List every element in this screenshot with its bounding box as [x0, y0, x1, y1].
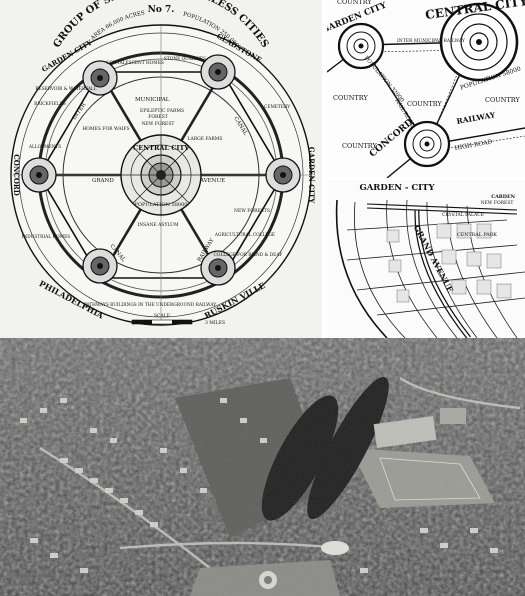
satellite-town-e	[265, 157, 301, 193]
ward-plan-title: GARDEN - CITY	[359, 183, 435, 193]
ring-label-avenue: AVENUE	[199, 178, 225, 184]
central-city-population: POPULATION 58000	[135, 202, 188, 208]
slumless-cities-diagram-panel: No 7.	[0, 0, 322, 338]
ward-plan-new-forest: NEW FOREST	[481, 200, 514, 206]
side-note-convalescent-homes: CONVALESCENT HOMES	[106, 61, 164, 66]
inner-note-new-forests: NEW FORESTS	[234, 208, 270, 214]
central-city-ward-diagram: CENTRAL CITY GARDEN CITY CONCORD POPULAT…	[327, 0, 525, 178]
satellite-town-nw	[82, 60, 118, 96]
satellite-town-se	[200, 250, 236, 286]
ward-label-inter-municipal: INTER MUNICIPAL RAILWAY	[397, 38, 466, 44]
ward-plan-central-park: CENTRAL PARK	[457, 232, 497, 238]
aerial-photo-illustration	[0, 338, 525, 596]
town-name-e: GARDEN CITY	[307, 147, 316, 205]
side-note-reservoir: RESERVOIR & WATERFALL	[35, 87, 96, 92]
garden-city-ward-plan: GARDEN - CITY	[327, 180, 525, 338]
ward-garden-city	[337, 22, 385, 70]
ring-label-municipal: MUNICIPAL	[135, 97, 170, 103]
diagram-number: No 7.	[148, 5, 175, 15]
aerial-photo	[0, 338, 525, 596]
side-note-industrial-homes: INDUSTRIAL HOMES	[22, 235, 70, 240]
central-city-ward-diagram-panel: CENTRAL CITY GARDEN CITY CONCORD POPULAT…	[327, 0, 525, 178]
ward-country-right: COUNTRY	[485, 96, 520, 104]
central-city-label: CENTRAL CITY	[133, 144, 189, 152]
side-note-agricultural-college: AGRICULTURAL COLLEGE	[214, 233, 275, 238]
inner-note-insane-asylum: INSANE ASYLUM	[137, 222, 179, 228]
satellite-town-ne	[200, 54, 236, 90]
scale-bar	[131, 319, 193, 325]
scale-miles: 3 MILES	[205, 320, 225, 326]
side-note-cemetery: CEMETERY	[264, 105, 290, 110]
side-note-allotments: ALLOTMENTS	[28, 145, 61, 150]
ring-label-grand: GRAND	[92, 178, 114, 184]
ward-concord	[403, 120, 451, 168]
ward-country-bottom: COUNTRY	[342, 142, 377, 150]
satellite-town-w	[21, 157, 57, 193]
side-note-stone-quarries: STONE QUARRIES	[164, 57, 206, 62]
inner-note-epileptic-farms: EPILEPTIC FARMS	[140, 108, 184, 114]
scale-label: SCALE	[154, 313, 170, 319]
inner-note-new-forest: NEW FOREST	[142, 121, 175, 127]
ward-country-center: COUNTRY	[407, 100, 442, 108]
satellite-town-sw	[82, 248, 118, 284]
inner-note-large-farms: LARGE FARMS	[188, 136, 223, 142]
inner-note-forest: FOREST	[148, 114, 168, 120]
slumless-cities-diagram: No 7.	[0, 0, 322, 338]
ward-central-city	[439, 2, 519, 82]
town-name-w: CONCORD	[12, 154, 21, 196]
ward-country-left: COUNTRY	[333, 94, 368, 102]
garden-city-ward-plan-panel: GARDEN - CITY	[327, 180, 525, 338]
ward-country-top: COUNTRY	[337, 0, 372, 6]
side-note-brickfields: BRICKFIELDS	[34, 102, 66, 107]
diagram-footer: PATHWAYS BUILDINGS IN THE UNDERGROUND RA…	[84, 303, 216, 308]
central-city-marker	[120, 134, 202, 216]
side-note-college-blind-deaf: COLLEGE FOR BLIND & DEAF	[214, 253, 283, 258]
inner-note-homes-for-waifs: HOMES FOR WAIFS	[82, 126, 129, 132]
ward-plan-crystal-palace: CRYSTAL PALACE	[442, 212, 484, 218]
ward-plan-station: CARDEN	[491, 194, 515, 200]
